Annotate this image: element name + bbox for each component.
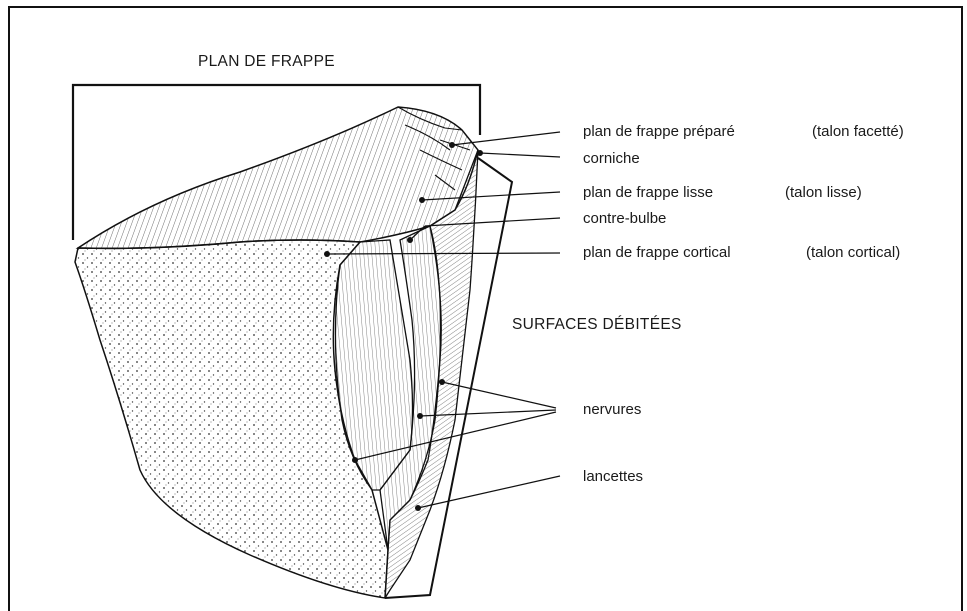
label-smooth-note: (talon lisse): [785, 185, 862, 200]
leader-ridge-1: [442, 382, 556, 408]
leader-corniche: [480, 153, 560, 157]
header-label: PLAN DE FRAPPE: [198, 54, 335, 70]
label-prepared-note: (talon facetté): [812, 124, 904, 139]
label-prepared: plan de frappe préparé: [583, 124, 735, 139]
label-corniche: corniche: [583, 151, 640, 166]
label-counter-bulb: contre-bulbe: [583, 211, 666, 226]
striking-platform: [78, 107, 478, 248]
section-label: SURFACES DÉBITÉES: [512, 317, 682, 333]
label-lancets: lancettes: [583, 469, 643, 484]
label-ridges: nervures: [583, 402, 641, 417]
label-cortical-note: (talon cortical): [806, 245, 900, 260]
label-smooth: plan de frappe lisse: [583, 185, 713, 200]
label-cortical: plan de frappe cortical: [583, 245, 731, 260]
